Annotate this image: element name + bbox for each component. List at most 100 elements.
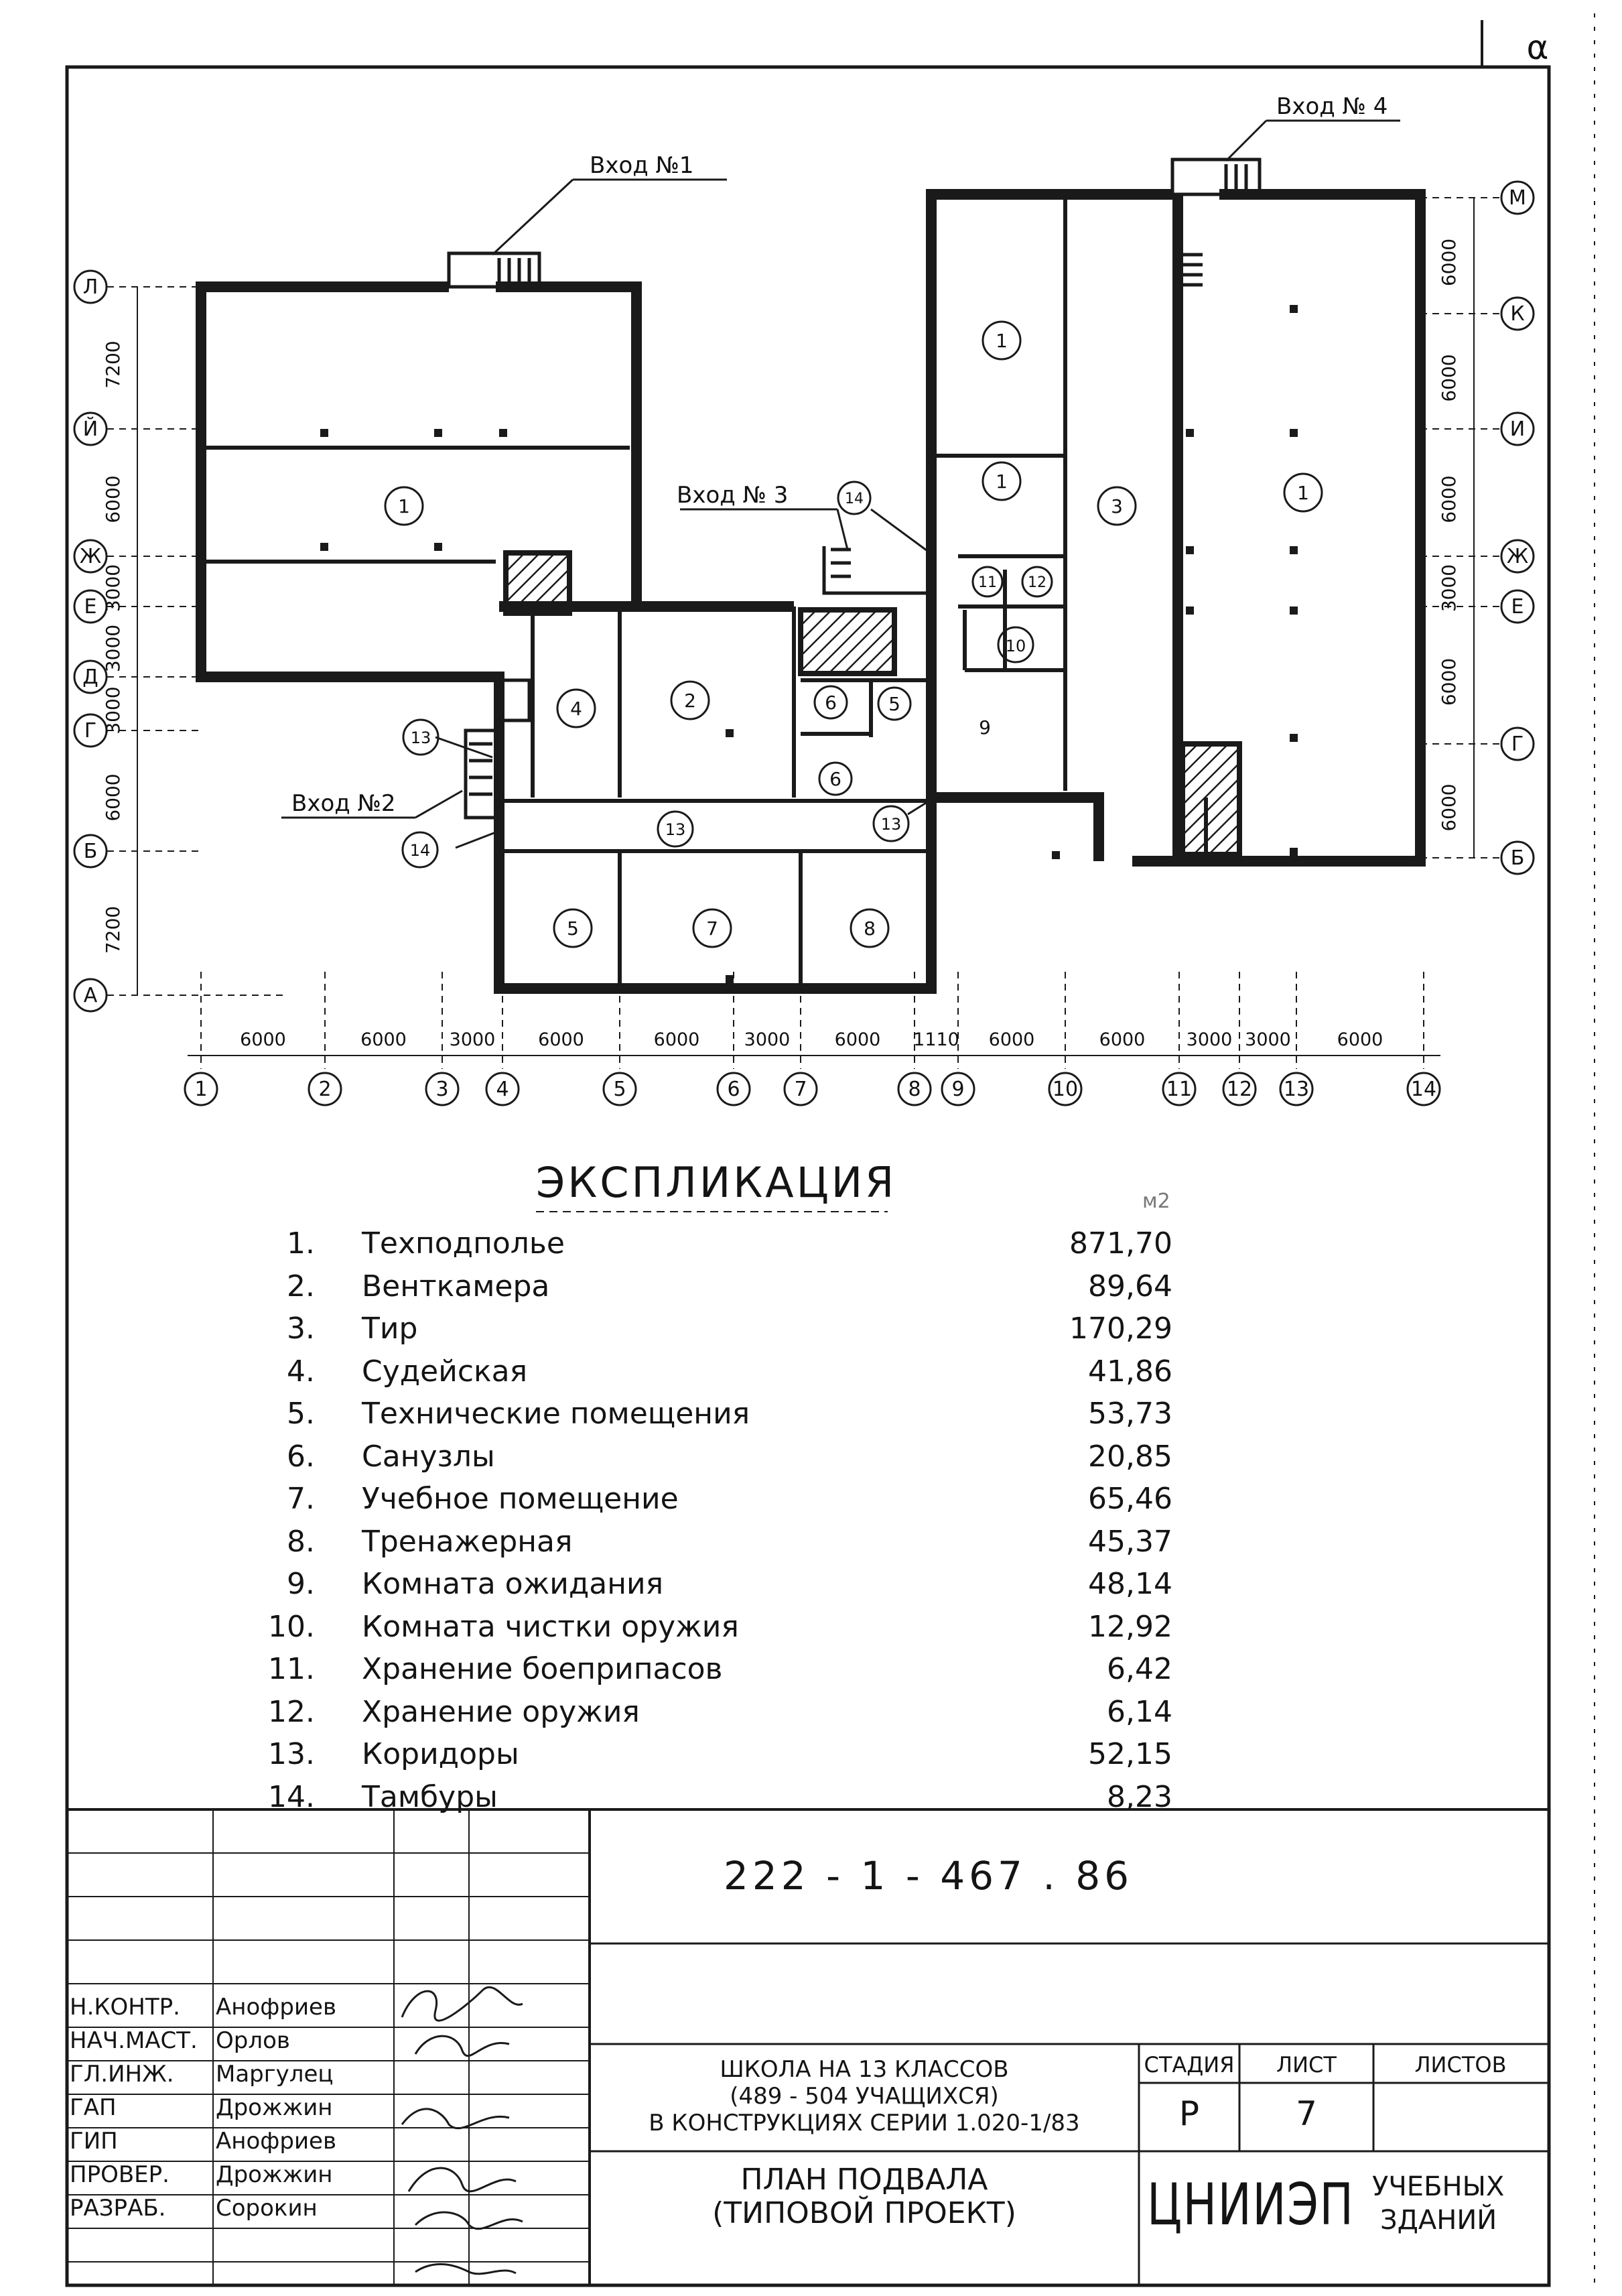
explication-room-name: Тренажерная	[362, 1524, 573, 1559]
explication-number: 6.	[287, 1439, 315, 1474]
sheet-title-line-2: (ТИПОВОЙ ПРОЕКТ)	[712, 2196, 1016, 2230]
explication-area: 52,15	[1088, 1737, 1172, 1771]
bottom-axis-label: 3	[435, 1078, 448, 1101]
left-dimension-label: 3000	[102, 564, 124, 612]
bottom-dimension-label: 6000	[835, 1029, 881, 1050]
left-axis-label: Й	[83, 417, 98, 441]
right-dimension-label: 6000	[1438, 658, 1460, 706]
bottom-axis-label: 1	[194, 1078, 207, 1101]
right-axis-label: Б	[1511, 846, 1525, 870]
explication-area: 8,23	[1107, 1779, 1172, 1814]
person-name: Маргулец	[216, 2061, 334, 2088]
person-name: Анофриев	[216, 1994, 336, 2021]
right-axis-label: Г	[1511, 732, 1524, 756]
left-axis-label: Д	[82, 665, 98, 689]
right-axis-label: Е	[1511, 595, 1524, 619]
explication-number: 14.	[268, 1779, 315, 1814]
explication-room-name: Технические помещения	[362, 1397, 750, 1431]
right-axis-bubble	[1500, 539, 1535, 574]
svg-text:10: 10	[1006, 637, 1026, 655]
left-axis-label: Б	[84, 840, 98, 863]
drawing-code: 222 - 1 - 467 . 86	[724, 1853, 1134, 1899]
svg-text:13: 13	[665, 820, 686, 839]
bottom-dimension-label: 1110	[913, 1029, 959, 1050]
bottom-dimension-label: 3000	[1187, 1029, 1233, 1050]
room-tag-labels: 1 2 3 4 1 1 1 5 5 6 6 7 8 9 10 11 12 13 …	[398, 330, 1309, 940]
right-axis-label: К	[1510, 302, 1524, 326]
svg-text:13: 13	[411, 728, 431, 747]
bottom-axis-label: 2	[318, 1078, 331, 1101]
explication-number: 9.	[287, 1567, 315, 1601]
explication-area: 170,29	[1069, 1312, 1172, 1346]
right-dimension-label: 6000	[1438, 239, 1460, 286]
person-name: Дрожжин	[216, 2161, 333, 2188]
explication-area: 12,92	[1088, 1609, 1172, 1644]
svg-text:1: 1	[996, 330, 1008, 352]
bottom-axis-label: 6	[727, 1078, 740, 1101]
person-role: РАЗРАБ.	[70, 2195, 166, 2222]
bottom-axis-bubble	[783, 1072, 818, 1106]
bottom-axis-label: 10	[1053, 1078, 1078, 1101]
room-tags	[384, 320, 1323, 948]
bottom-axis-bubble	[1162, 1072, 1197, 1106]
person-role: ГИП	[70, 2128, 118, 2155]
bottom-dimension-label: 6000	[989, 1029, 1035, 1050]
explication-room-name: Техподполье	[362, 1226, 565, 1261]
right-axis-bubble	[1500, 296, 1535, 331]
left-axis-bubble	[73, 269, 108, 304]
svg-text:13: 13	[881, 815, 902, 834]
bottom-axis-label: 9	[951, 1078, 964, 1101]
bottom-axis-label: 14	[1411, 1078, 1436, 1101]
left-axis-label: Л	[83, 275, 98, 299]
sheets-label: ЛИСТОВ	[1414, 2052, 1507, 2078]
svg-text:5: 5	[567, 917, 579, 940]
vent-shafts	[503, 550, 1242, 857]
bottom-axis-bubble	[941, 1072, 975, 1106]
explication-room-name: Санузлы	[362, 1439, 495, 1474]
person-role: НАЧ.МАСТ.	[70, 2027, 198, 2054]
svg-text:2: 2	[684, 690, 696, 712]
svg-text:8: 8	[864, 917, 876, 940]
project-line-1: ШКОЛА НА 13 КЛАССОВ	[720, 2056, 1009, 2083]
right-axis-bubble	[1500, 840, 1535, 875]
bottom-axis-bubble	[184, 1072, 218, 1106]
bottom-axis-bubble	[485, 1072, 520, 1106]
right-axis-bubble	[1500, 180, 1535, 215]
bottom-dimension-label: 6000	[360, 1029, 407, 1050]
explication-number: 7.	[287, 1482, 315, 1516]
bottom-dimension-label: 6000	[654, 1029, 700, 1050]
person-role: ГЛ.ИНЖ.	[70, 2061, 174, 2088]
svg-text:14: 14	[845, 491, 864, 507]
bottom-dimension-label: 6000	[1337, 1029, 1383, 1050]
explication-number: 1.	[287, 1226, 315, 1261]
right-axis-bubble	[1500, 589, 1535, 624]
person-role: ГАП	[70, 2094, 117, 2121]
explication-area: 89,64	[1088, 1269, 1172, 1303]
bottom-axis-bubble	[716, 1072, 751, 1106]
left-axis-bubble	[73, 659, 108, 694]
interior-walls	[201, 194, 1208, 988]
right-axis-bubble	[1500, 411, 1535, 446]
left-axis-bubble	[73, 539, 108, 574]
explication-area: 65,46	[1088, 1482, 1172, 1516]
svg-text:4: 4	[570, 698, 582, 720]
left-axis-bubble	[73, 411, 108, 446]
right-dimension-label: 6000	[1438, 475, 1460, 523]
columns	[320, 305, 1298, 983]
left-dimension-label: 7200	[102, 906, 124, 954]
explication-title: ЭКСПЛИКАЦИЯ	[536, 1158, 897, 1207]
svg-text:9: 9	[979, 716, 991, 739]
svg-text:11: 11	[978, 574, 997, 591]
corner-mark: α	[1527, 28, 1549, 67]
svg-text:12: 12	[1028, 574, 1046, 591]
svg-text:5: 5	[888, 693, 900, 715]
bottom-axis-bubble	[425, 1072, 460, 1106]
